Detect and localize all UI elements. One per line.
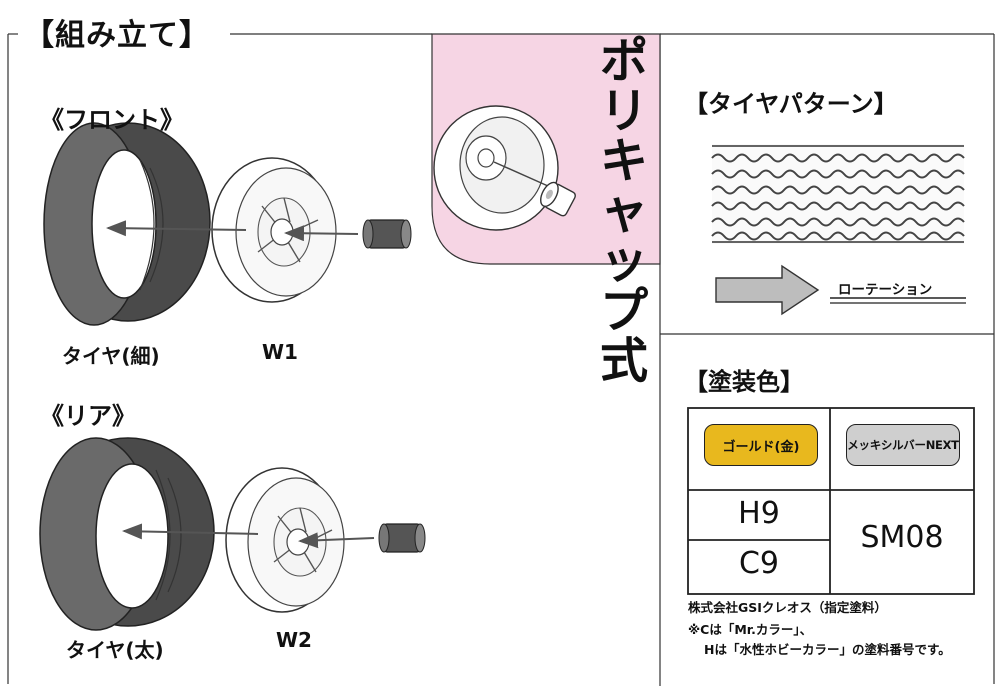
paint-swatch-silver: メッキシルバーNEXT xyxy=(846,424,960,466)
front-polycap xyxy=(362,219,412,249)
rear-tire xyxy=(39,437,215,631)
polycap-title: ポリキャップ式 xyxy=(599,33,648,389)
rear-polycap xyxy=(378,523,426,553)
front-tire-label: タイヤ(細) xyxy=(62,344,160,368)
front-arrow-wheel xyxy=(106,220,247,237)
front-tire xyxy=(43,122,211,326)
polycap-illustration xyxy=(433,105,576,231)
rear-arrow-wheel xyxy=(122,523,259,540)
rotation-arrow xyxy=(715,264,820,316)
paint-code-h9: H9 xyxy=(738,496,780,531)
rear-wheel-w2 xyxy=(225,467,345,613)
paint-note-2: Hは「水性ホビーカラー」の塗料番号です。 xyxy=(704,642,951,657)
rear-arrow-polycap xyxy=(298,532,375,549)
front-heading: 《フロント》 xyxy=(40,106,184,134)
paint-title: 【塗装色】 xyxy=(684,368,804,396)
tire-pattern-title: 【タイヤパターン】 xyxy=(684,90,898,118)
paint-code-c9: C9 xyxy=(738,546,780,581)
rear-heading: 《リア》 xyxy=(40,402,136,430)
rear-wheel-label: W2 xyxy=(276,628,312,652)
rotation-label: ローテーション xyxy=(838,282,933,298)
front-arrow-polycap xyxy=(284,225,359,242)
paint-table xyxy=(687,407,975,595)
paint-maker: 株式会社GSIクレオス（指定塗料） xyxy=(688,600,887,615)
paint-name-silver: メッキシルバーNEXT xyxy=(847,438,959,452)
rear-tire-label: タイヤ(太) xyxy=(66,638,164,662)
tread-pattern xyxy=(711,144,965,244)
assembly-title: 【組み立て】 xyxy=(18,10,216,54)
paint-swatch-gold: ゴールド(金) xyxy=(704,424,818,466)
paint-code-sm08: SM08 xyxy=(860,520,944,555)
paint-name-gold: ゴールド(金) xyxy=(722,439,800,455)
paint-note-1: ※Cは「Mr.カラー」、 xyxy=(688,622,813,637)
front-wheel-label: W1 xyxy=(262,340,298,364)
